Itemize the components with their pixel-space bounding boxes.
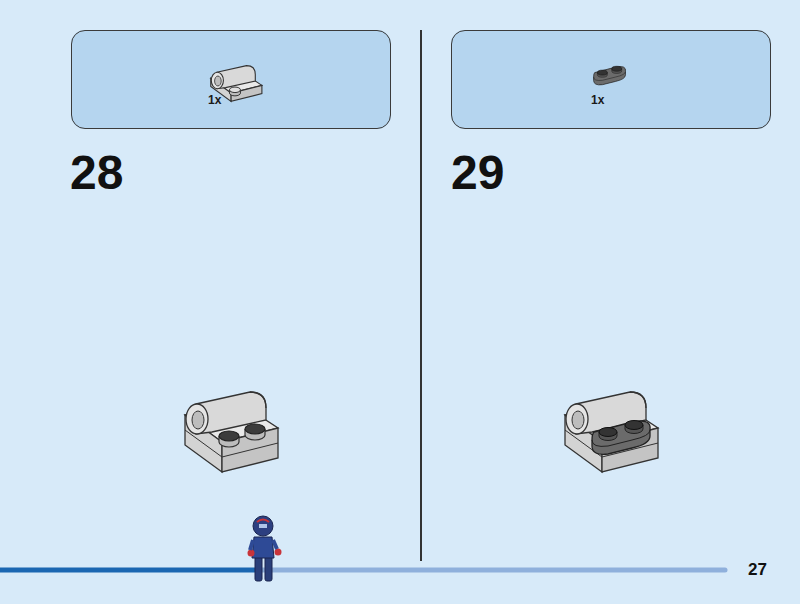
parts-panel-ground — [71, 30, 391, 129]
parts-callout-box: 1x — [451, 30, 771, 129]
part-rounded-plate — [594, 66, 626, 85]
progress-done — [0, 568, 258, 573]
part-quantity: 1x — [591, 94, 604, 106]
parts-panel-ground — [451, 30, 771, 129]
page-number: 27 — [748, 561, 767, 578]
parts-callout-box: 1x — [71, 30, 391, 129]
step-divider — [420, 30, 422, 561]
progress-rest — [258, 568, 725, 573]
minifigure — [248, 516, 282, 581]
step-number: 28 — [70, 149, 123, 197]
part-quantity: 1x — [208, 94, 221, 106]
step-28-assembly — [185, 392, 278, 472]
step-number: 29 — [451, 149, 504, 197]
step-29-assembly — [565, 392, 658, 472]
